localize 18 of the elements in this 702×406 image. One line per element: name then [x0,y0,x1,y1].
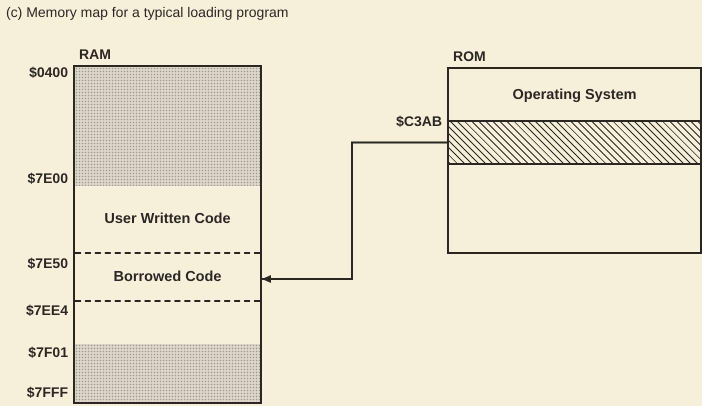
memory-heading: ROM [453,48,486,64]
region-label: User Written Code [104,211,231,227]
address-label: $7E00 [28,170,68,186]
region-label: Operating System [512,87,637,103]
figure-title: (c) Memory map for a typical loading program [6,4,288,20]
shaded-region [75,344,260,402]
address-label: $7E50 [28,255,68,271]
hatched-region [449,120,700,165]
memory-heading: RAM [79,46,111,62]
arrow [262,142,449,283]
address-label: $7F01 [28,344,68,360]
region-label: Borrowed Code [114,269,222,285]
shaded-region [75,67,260,186]
address-label: $C3AB [396,113,442,129]
address-label: $7FFF [26,384,68,400]
address-label: $0400 [29,64,68,80]
memory-region [75,252,260,302]
address-label: $7EE4 [26,302,68,318]
